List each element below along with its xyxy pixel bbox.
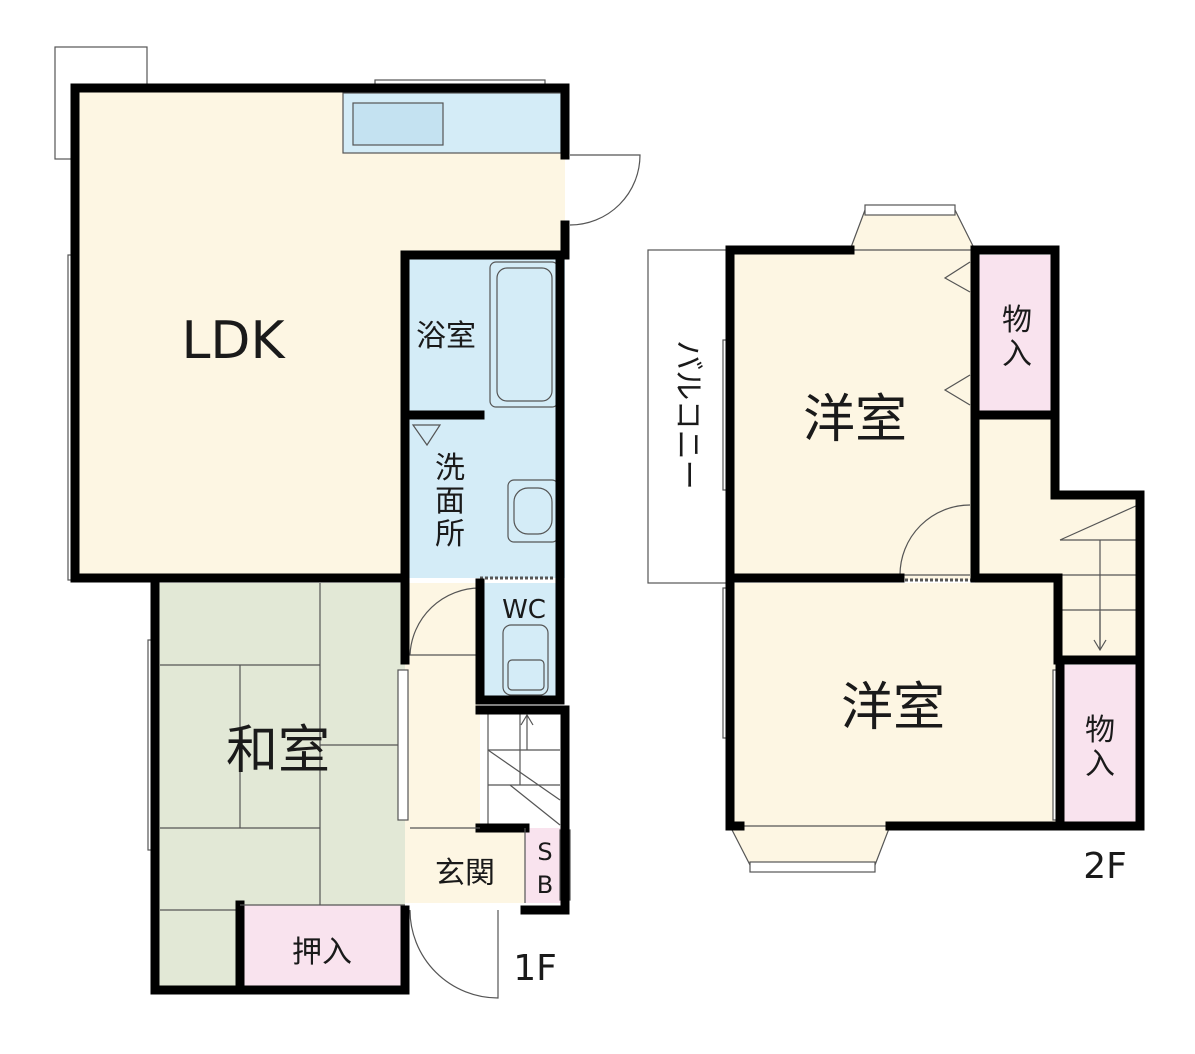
walls-2f xyxy=(725,245,1145,831)
stairs-2f xyxy=(1059,504,1139,652)
label-western-room-lower: 洋室 xyxy=(841,678,945,738)
storage-lower xyxy=(1060,665,1140,825)
window-hall xyxy=(397,669,409,821)
walls-1f xyxy=(70,83,570,995)
door-upper-room xyxy=(899,504,971,576)
label-wc: WC xyxy=(502,595,546,625)
label-entrance: 玄関 xyxy=(435,856,495,891)
label-washroom-1: 洗 xyxy=(435,451,465,486)
label-shoe-box-2: B xyxy=(537,871,553,899)
label-japanese-room: 和室 xyxy=(226,721,330,781)
western-room-lower xyxy=(730,583,1060,826)
label-storage-lower-1: 物 xyxy=(1085,713,1115,748)
stairs-2f-area xyxy=(1055,495,1140,660)
window-bay-upper xyxy=(864,204,956,216)
western-room-upper xyxy=(730,250,975,580)
stairs-1f xyxy=(487,710,561,826)
storage-upper xyxy=(975,255,1055,415)
entrance xyxy=(405,828,525,903)
door-hall xyxy=(409,587,481,656)
floor-label-2f: 2F xyxy=(1083,846,1127,887)
label-storage-upper-2: 入 xyxy=(1002,337,1032,372)
window-bay-lower xyxy=(749,861,876,873)
label-bath: 浴室 xyxy=(416,319,476,354)
washer-marker xyxy=(411,424,442,447)
label-storage-upper-1: 物 xyxy=(1002,303,1032,338)
floor-1f xyxy=(54,46,641,999)
label-washroom-2: 面 xyxy=(435,484,465,519)
shoe-box xyxy=(525,828,565,903)
label-ldk: LDK xyxy=(181,311,286,371)
label-storage-lower-2: 入 xyxy=(1085,747,1115,782)
floor-label-1f: 1F xyxy=(513,948,557,989)
label-balcony: バルコニー xyxy=(670,340,705,489)
floor-2f xyxy=(647,204,1145,873)
bay-window-lower xyxy=(729,825,891,866)
sink xyxy=(352,102,444,146)
label-shoe-box-1: S xyxy=(537,838,552,866)
label-closet: 押入 xyxy=(292,935,352,970)
hall-2f xyxy=(975,415,1055,583)
door-ldk-exterior xyxy=(569,154,641,226)
label-western-room-upper: 洋室 xyxy=(803,390,907,450)
bay-window-upper xyxy=(849,209,976,251)
tatami-lines xyxy=(160,583,405,911)
label-washroom-3: 所 xyxy=(435,517,465,552)
closet xyxy=(240,905,405,990)
door-entrance xyxy=(409,909,499,999)
